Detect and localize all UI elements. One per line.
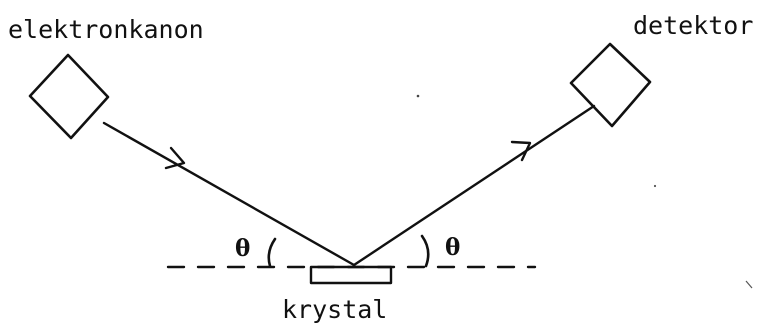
angle-arc-right bbox=[420, 234, 430, 268]
incident-beam bbox=[102, 121, 356, 267]
reflected-arrowhead bbox=[510, 140, 532, 162]
crystal-block bbox=[309, 265, 393, 285]
incident-arrowhead bbox=[164, 146, 186, 170]
theta-left-label: θ bbox=[235, 235, 250, 262]
reflected-beam bbox=[352, 104, 596, 267]
detector-box bbox=[569, 42, 652, 128]
theta-right-label: θ bbox=[445, 234, 460, 261]
crystal-label: krystal bbox=[282, 295, 387, 324]
speck bbox=[416, 94, 420, 98]
electron-gun-label: elektronkanon bbox=[8, 15, 204, 44]
speck bbox=[653, 184, 657, 188]
detector-label: detektor bbox=[633, 11, 753, 40]
speck bbox=[745, 280, 753, 289]
angle-arc-left bbox=[267, 237, 277, 268]
electron-gun-box bbox=[28, 53, 110, 140]
